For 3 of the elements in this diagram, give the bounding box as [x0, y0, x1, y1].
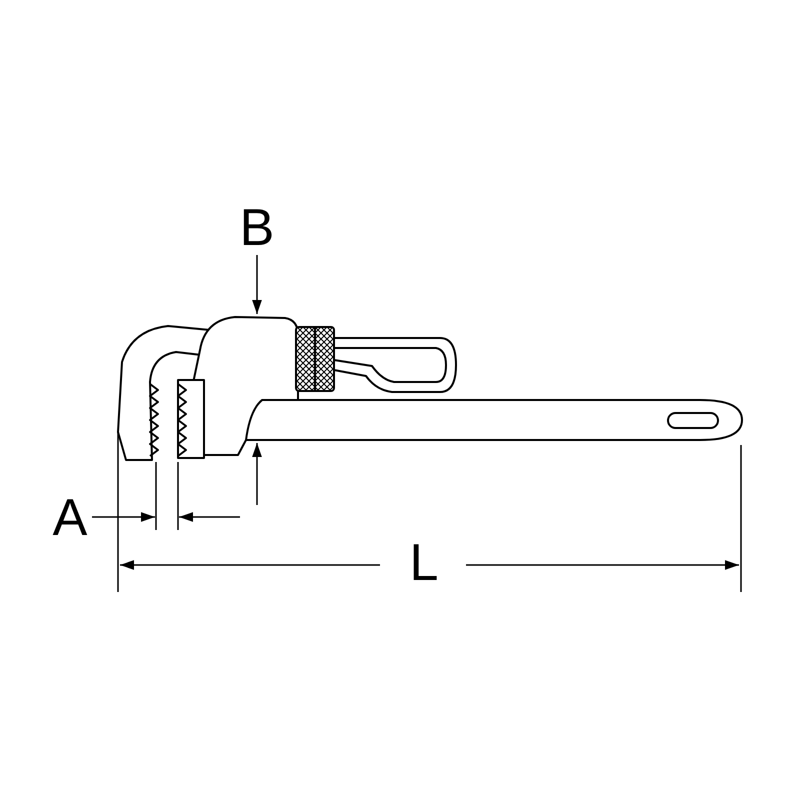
dimension-label: A [52, 492, 88, 544]
dimension-label: L [410, 537, 438, 589]
dimension-label: B [240, 202, 274, 254]
